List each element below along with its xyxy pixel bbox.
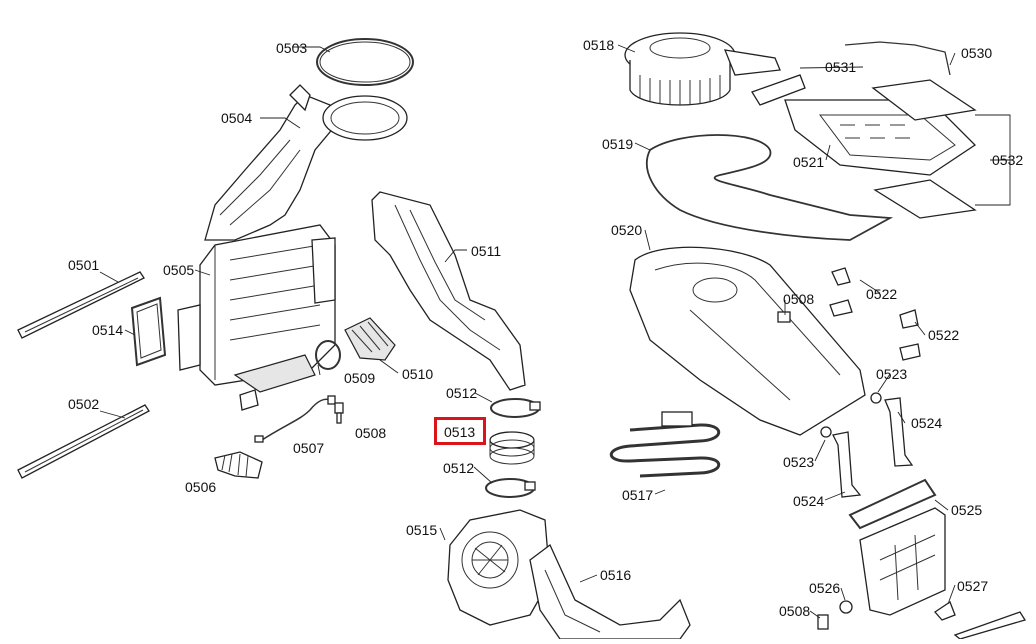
label-0510: 0510: [402, 366, 434, 382]
part-0527-clip: [934, 601, 956, 621]
label-0516: 0516: [600, 567, 632, 583]
part-0508-screw-right: [777, 311, 791, 323]
label-0505: 0505: [163, 262, 195, 278]
label-0508-bottom: 0508: [779, 603, 811, 619]
label-0513: 0513: [444, 424, 476, 440]
label-0504: 0504: [221, 110, 253, 126]
part-0526-nut: [839, 600, 853, 614]
label-0502: 0502: [68, 396, 100, 412]
label-0532: 0532: [992, 152, 1024, 168]
label-0507: 0507: [293, 440, 325, 456]
label-0514: 0514: [92, 322, 124, 338]
part-0517-heater: [609, 411, 721, 478]
part-0504-air-duct: [204, 84, 408, 241]
label-0508-right: 0508: [783, 291, 815, 307]
label-0524-left: 0524: [793, 493, 825, 509]
label-0522-lower: 0522: [928, 327, 960, 343]
part-0524-bracket-a: [884, 397, 914, 467]
label-0519: 0519: [602, 136, 634, 152]
part-0507-cable: [254, 395, 336, 443]
part-0531-clip: [751, 74, 806, 106]
label-0515: 0515: [406, 522, 438, 538]
label-0509: 0509: [344, 370, 376, 386]
label-0511: 0511: [471, 243, 502, 259]
part-0509-ring: [315, 340, 341, 370]
label-0521: 0521: [793, 154, 825, 170]
label-0523-right: 0523: [876, 366, 908, 382]
label-0508-left: 0508: [355, 425, 387, 441]
part-0513-sleeve: [489, 431, 535, 465]
label-0524-right: 0524: [911, 415, 943, 431]
part-0508-screw-bottom: [817, 614, 829, 630]
label-0520: 0520: [611, 222, 643, 238]
label-0523-left: 0523: [783, 454, 815, 470]
label-0526: 0526: [809, 580, 841, 596]
part-0510-bellows: [344, 317, 396, 361]
label-0512-upper: 0512: [446, 385, 478, 401]
part-0520-base: [629, 246, 866, 436]
label-0501: 0501: [68, 257, 100, 273]
part-0524-bracket-b: [832, 431, 862, 498]
part-0508-screw-left: [334, 402, 344, 424]
part-0523-ring-b: [820, 426, 832, 438]
label-0506: 0506: [185, 479, 217, 495]
part-0516-duct: [529, 543, 691, 640]
label-0517: 0517: [622, 487, 654, 503]
part-0518-blower: [624, 32, 781, 106]
label-0530: 0530: [961, 45, 993, 61]
part-0525-filter-box: [848, 478, 946, 616]
part-0532-filters: [871, 79, 977, 219]
part-0506-hose: [214, 451, 263, 479]
label-0525: 0525: [951, 502, 983, 518]
label-0522-upper: 0522: [866, 286, 898, 302]
part-0502-rail: [17, 404, 150, 479]
highlight-box-0513: [434, 417, 486, 445]
label-0527: 0527: [957, 578, 989, 594]
part-0514-gasket: [130, 296, 167, 367]
leader-lines: [99, 44, 1011, 619]
part-0523-ring-a: [870, 392, 882, 404]
part-0515-fan: [447, 509, 551, 626]
part-0519-gasket: [645, 134, 894, 241]
part-0522-grommets: [829, 267, 921, 361]
part-0503-gasket: [316, 38, 414, 86]
part-0501-rail: [17, 271, 145, 339]
label-0512-lower: 0512: [443, 460, 475, 476]
part-0511-channel: [371, 191, 526, 391]
part-0512-clamp-lower: [485, 478, 536, 498]
part-0527-rail: [953, 611, 1027, 640]
part-0505-condenser: [177, 224, 336, 411]
label-0503: 0503: [276, 40, 308, 56]
part-0530-wire: [844, 41, 951, 76]
label-0531: 0531: [825, 59, 857, 75]
part-0512-clamp-upper: [490, 398, 541, 418]
label-0518: 0518: [583, 37, 615, 53]
